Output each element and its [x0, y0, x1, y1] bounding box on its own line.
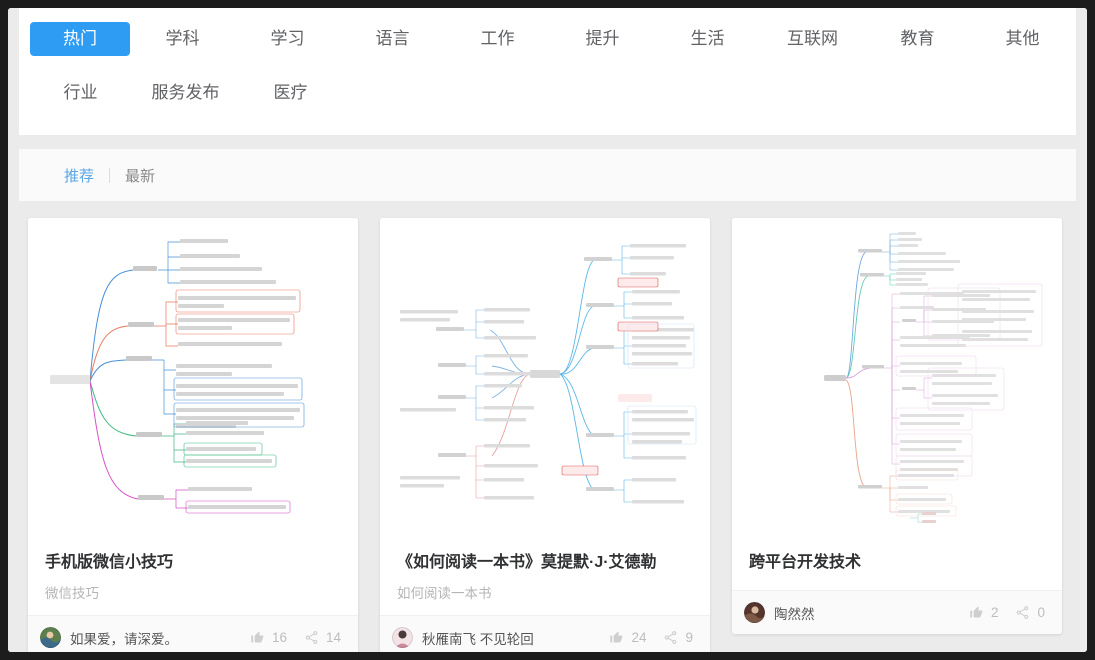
category-tab-improve[interactable]: 提升 — [585, 29, 620, 48]
share-icon — [663, 630, 678, 645]
category-row-secondary: 行业 服务发布 医疗 — [19, 70, 1076, 116]
share-count: 9 — [685, 630, 693, 645]
card-title: 跨平台开发技术 — [749, 554, 862, 571]
category-tab-subject[interactable]: 学科 — [165, 29, 200, 48]
page-root: 热门 学科 学习 语言 工作 提升 生活 互联网 教育 其他 行业 服务发布 医… — [8, 8, 1087, 652]
card-footer: 陶然然 2 0 — [732, 590, 1062, 634]
card-title: 《如何阅读一本书》莫提默·J·艾德勒 — [397, 554, 657, 571]
category-tab-language[interactable]: 语言 — [375, 29, 410, 48]
card-subtitle: 如何阅读一本书 — [397, 586, 492, 601]
category-row-primary: 热门 学科 学习 语言 工作 提升 生活 互联网 教育 其他 — [19, 8, 1076, 70]
card-body: 手机版微信小技巧 微信技巧 — [28, 538, 358, 615]
mindmap-card[interactable]: 《如何阅读一本书》莫提默·J·艾德勒 如何阅读一本书 秋雁南飞 不见轮回 — [380, 218, 710, 652]
card-title: 手机版微信小技巧 — [45, 554, 174, 571]
mindmap-card[interactable]: 跨平台开发技术 陶然然 2 — [732, 218, 1062, 634]
category-tab-education[interactable]: 教育 — [900, 29, 935, 48]
sort-option-recommended[interactable]: 推荐 — [64, 167, 95, 185]
avatar[interactable] — [40, 627, 61, 648]
category-tab-other[interactable]: 其他 — [1005, 29, 1040, 48]
thumbs-up-icon — [250, 630, 265, 645]
like-count: 2 — [990, 605, 999, 620]
mindmap-thumbnail — [380, 218, 710, 538]
category-tab-medical[interactable]: 医疗 — [273, 83, 308, 102]
share-icon — [304, 630, 319, 645]
category-tab-study[interactable]: 学习 — [270, 29, 305, 48]
like-count: 16 — [271, 630, 287, 645]
category-tab-work[interactable]: 工作 — [480, 29, 515, 48]
category-tab-life[interactable]: 生活 — [690, 29, 725, 48]
card-author[interactable]: 陶然然 — [774, 606, 815, 622]
avatar[interactable] — [392, 627, 413, 648]
card-author[interactable]: 秋雁南飞 不见轮回 — [422, 631, 534, 647]
like-stat[interactable]: 2 — [969, 605, 999, 620]
category-tab-internet[interactable]: 互联网 — [787, 29, 838, 48]
card-stats: 2 0 — [952, 605, 1045, 620]
avatar[interactable] — [744, 602, 765, 623]
like-stat[interactable]: 24 — [609, 630, 646, 645]
card-stats: 16 14 — [233, 630, 341, 645]
like-count: 24 — [631, 630, 647, 645]
sort-bar: 推荐 最新 — [19, 149, 1076, 201]
thumbs-up-icon — [969, 605, 984, 620]
mindmap-thumbnail — [28, 218, 358, 538]
card-body: 跨平台开发技术 — [732, 538, 1062, 590]
category-tab-industry[interactable]: 行业 — [63, 83, 98, 102]
card-footer: 如果爱，请深爱。 16 14 — [28, 615, 358, 652]
share-icon — [1015, 605, 1030, 620]
thumbs-up-icon — [609, 630, 624, 645]
card-stats: 24 9 — [592, 630, 693, 645]
mindmap-thumbnail — [732, 218, 1062, 538]
share-stat[interactable]: 14 — [304, 630, 341, 645]
category-panel: 热门 学科 学习 语言 工作 提升 生活 互联网 教育 其他 行业 服务发布 医… — [19, 8, 1076, 135]
sort-option-latest[interactable]: 最新 — [125, 167, 156, 185]
card-subtitle: 微信技巧 — [45, 586, 99, 601]
card-footer: 秋雁南飞 不见轮回 24 9 — [380, 615, 710, 652]
browser-window: 热门 学科 学习 语言 工作 提升 生活 互联网 教育 其他 行业 服务发布 医… — [8, 8, 1087, 652]
card-grid: 手机版微信小技巧 微信技巧 如果爱，请深爱。 — [19, 218, 1076, 652]
card-body: 《如何阅读一本书》莫提默·J·艾德勒 如何阅读一本书 — [380, 538, 710, 615]
category-tab-hot[interactable]: 热门 — [30, 22, 130, 56]
share-count: 0 — [1037, 605, 1045, 620]
share-stat[interactable]: 9 — [663, 630, 693, 645]
category-tab-service-release[interactable]: 服务发布 — [151, 83, 220, 102]
sort-divider — [109, 167, 111, 183]
card-author[interactable]: 如果爱，请深爱。 — [70, 631, 178, 647]
like-stat[interactable]: 16 — [250, 630, 287, 645]
share-stat[interactable]: 0 — [1015, 605, 1045, 620]
mindmap-card[interactable]: 手机版微信小技巧 微信技巧 如果爱，请深爱。 — [28, 218, 358, 652]
share-count: 14 — [325, 630, 341, 645]
